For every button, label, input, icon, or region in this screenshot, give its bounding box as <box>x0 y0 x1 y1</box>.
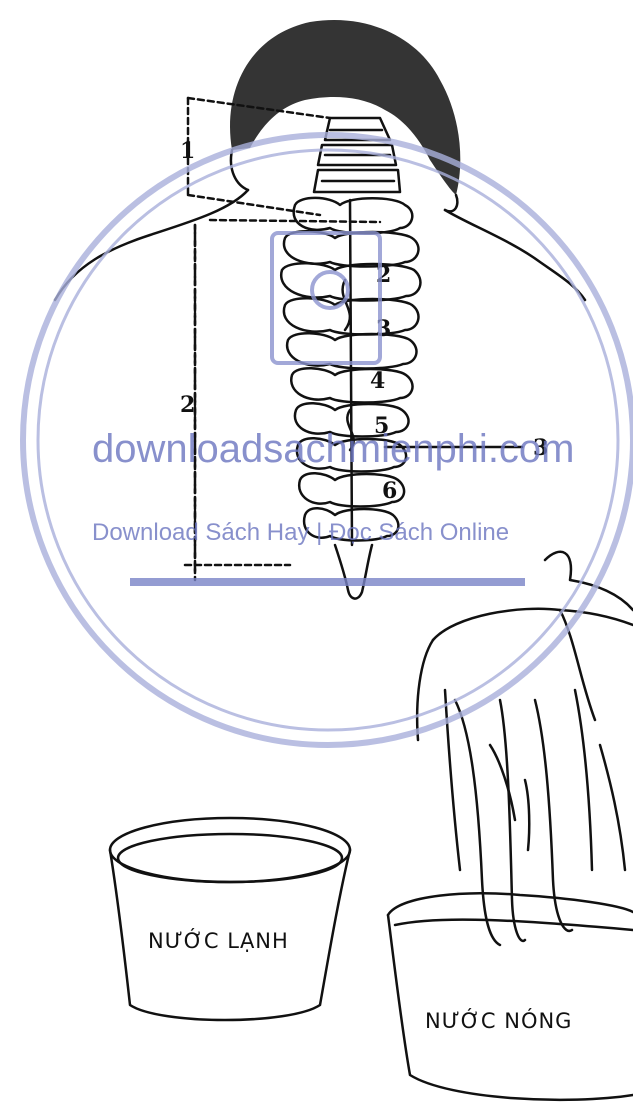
label-vertebra-6: 6 <box>382 478 397 504</box>
arm-and-hands <box>417 552 633 945</box>
hot-bucket-label: NƯỚC NÓNG <box>425 1008 572 1033</box>
right-shoulder <box>445 210 585 300</box>
label-region-2: 2 <box>180 392 195 418</box>
watermark-underline <box>130 578 525 586</box>
lumbar-tail <box>335 545 372 599</box>
cold-water-bucket: NƯỚC LẠNH <box>110 818 350 1020</box>
hot-water-bucket: NƯỚC NÓNG <box>388 893 633 1100</box>
label-region-1: 1 <box>180 138 195 164</box>
watermark-site: downloadsachmienphi.com <box>92 427 575 471</box>
watermark-tagline: Download Sách Hay | Đọc Sách Online <box>92 519 509 546</box>
watermark-logo: downloadsachmienphi.com Download Sách Ha… <box>23 135 633 745</box>
hair <box>230 20 460 195</box>
label-vertebra-4: 4 <box>370 368 385 394</box>
cold-bucket-label: NƯỚC LẠNH <box>148 928 289 953</box>
